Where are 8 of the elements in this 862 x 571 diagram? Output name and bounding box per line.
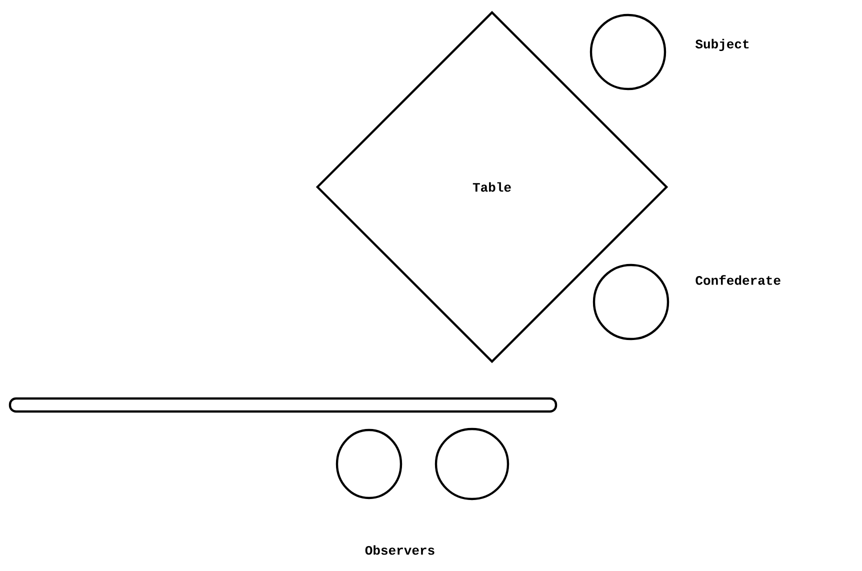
seat-label: Subject [695,38,749,52]
group-label: Observers [365,545,434,555]
seat-circle [434,428,510,500]
bar [8,397,558,413]
seat-label: Confederate [696,275,780,285]
seat-circle [590,14,666,90]
seat-circle [336,428,402,500]
seat-circle [592,264,670,340]
